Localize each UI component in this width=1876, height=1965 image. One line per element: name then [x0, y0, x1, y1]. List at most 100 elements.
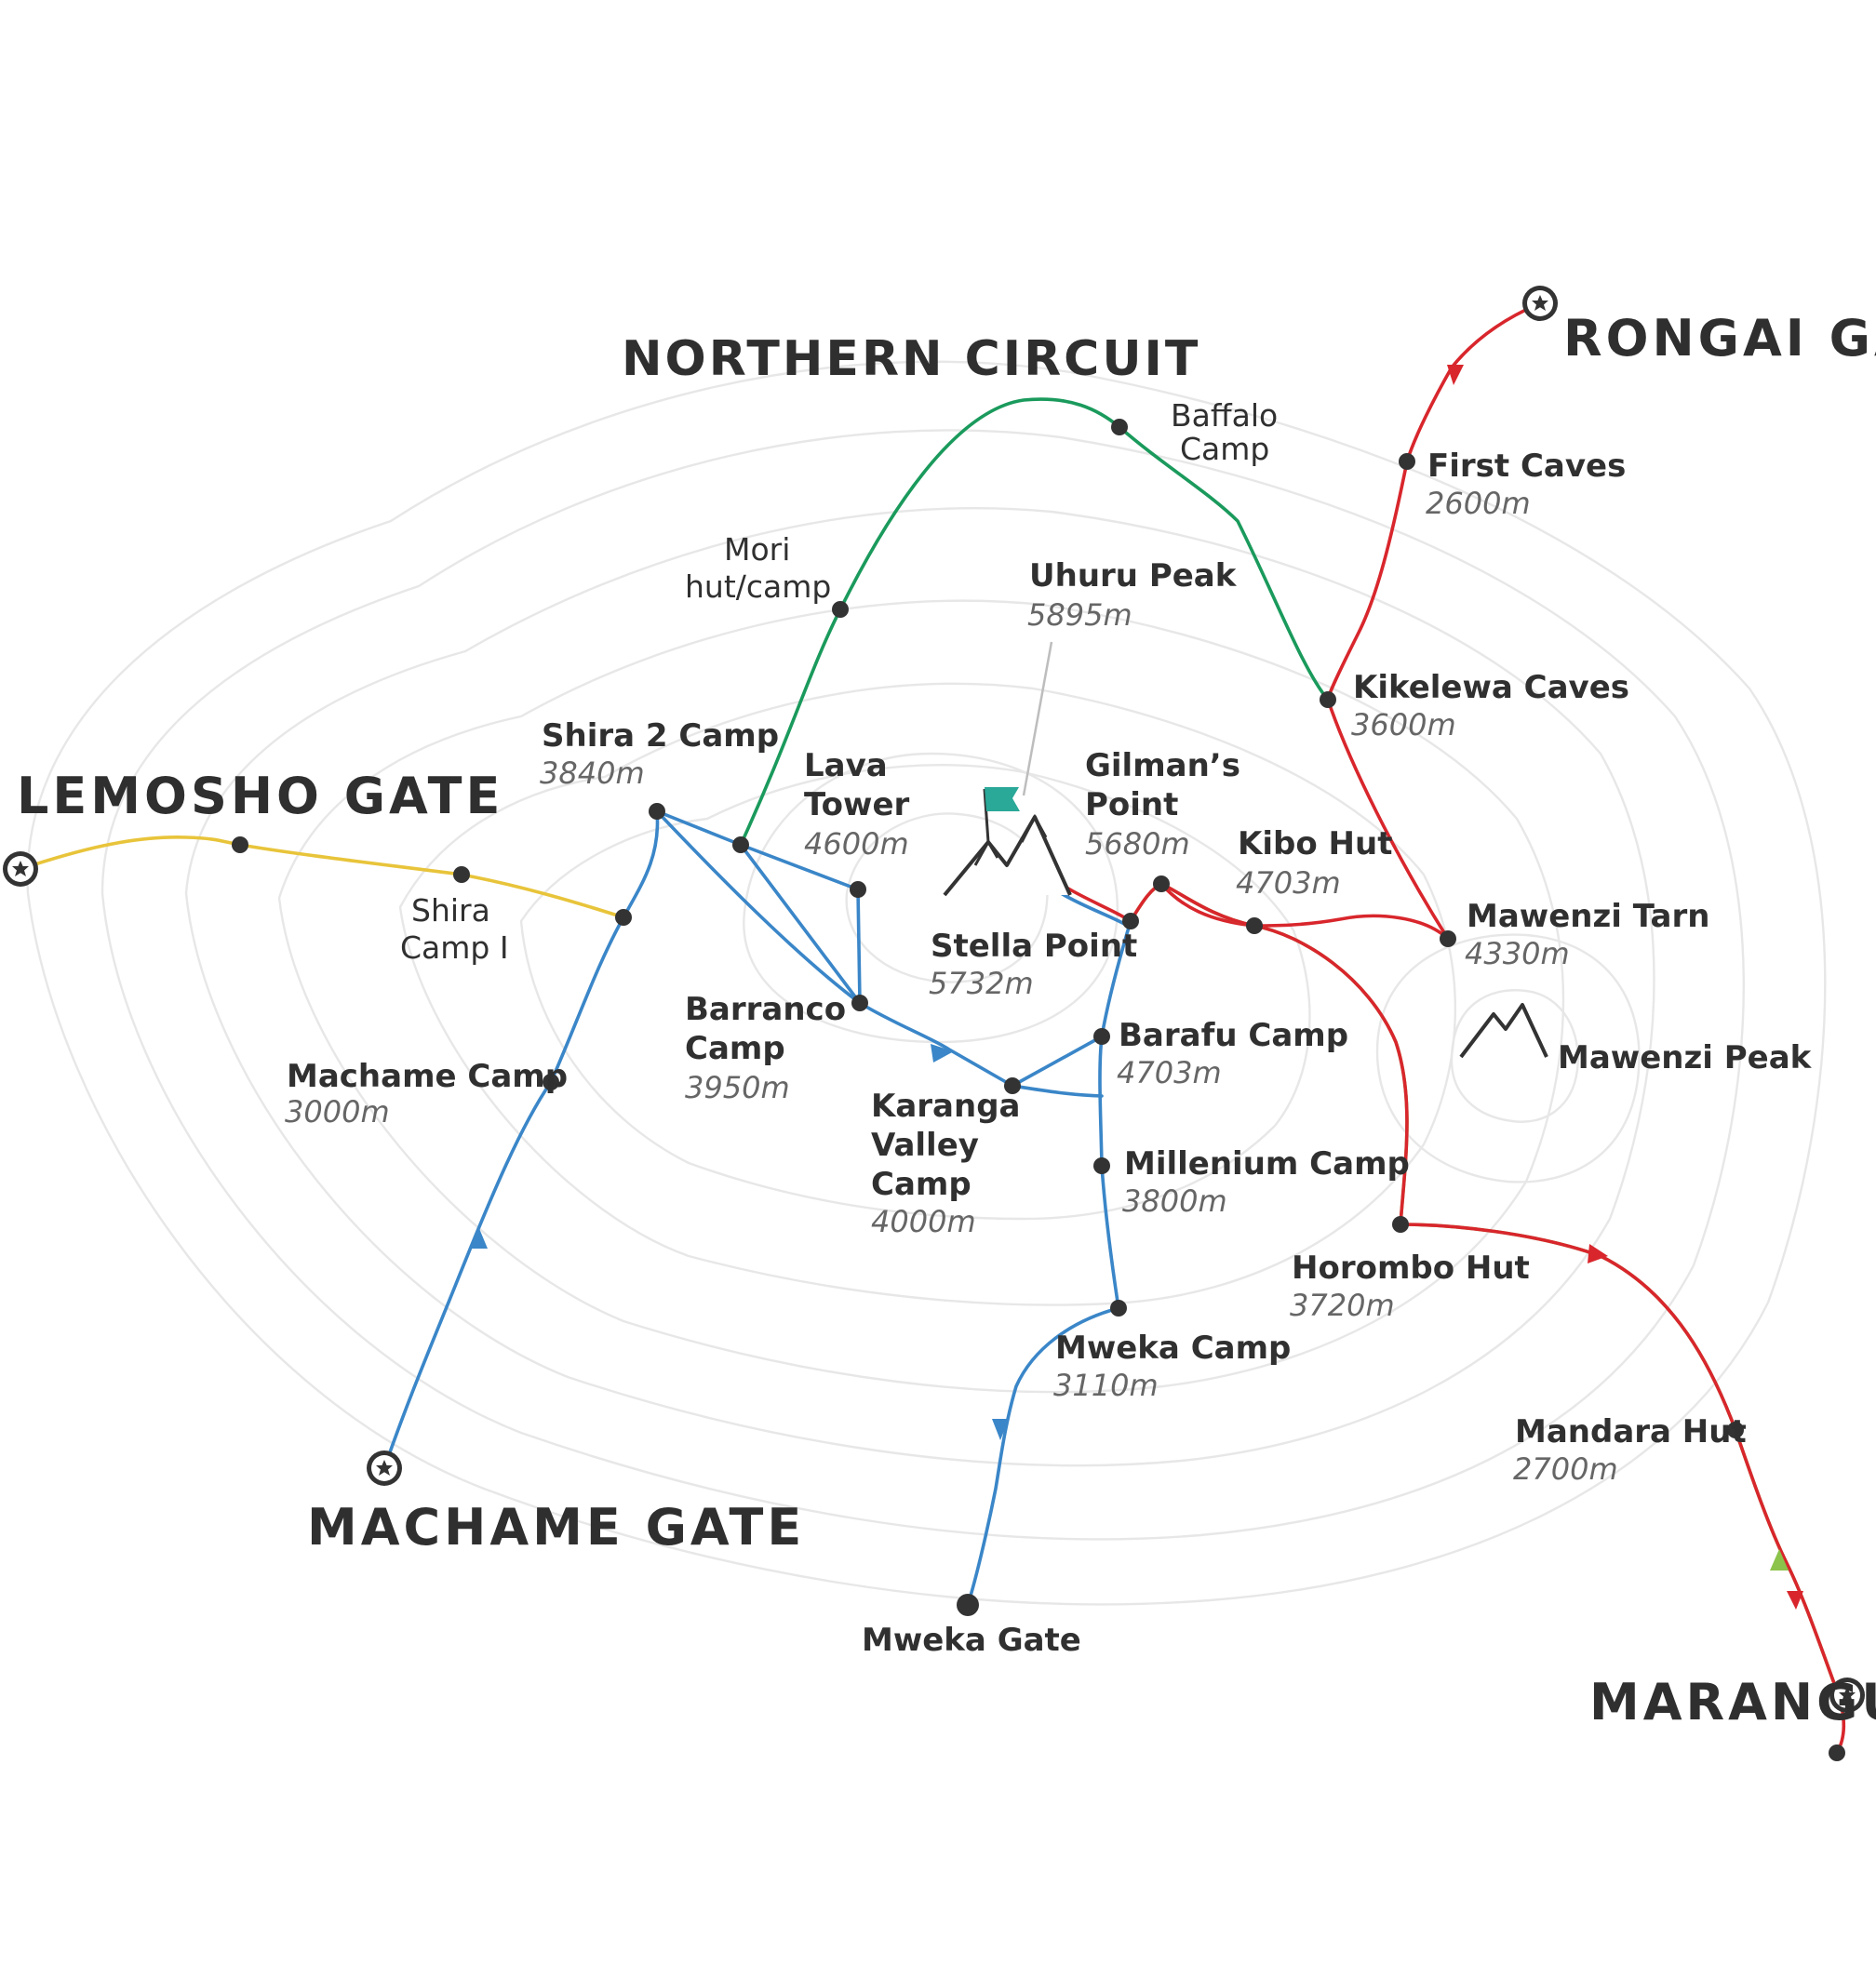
- arrow-marangu-green: [1770, 1549, 1789, 1571]
- arrow-karanga: [931, 1044, 954, 1063]
- label-kibo-hut: Kibo Hut: [1238, 825, 1392, 862]
- contour-lines: [26, 360, 1827, 1606]
- stop-kibo-hut: [1246, 917, 1263, 934]
- descent-route: [966, 919, 1132, 1607]
- stop-baffalo: [1111, 419, 1128, 435]
- stop-lava-tower: [850, 881, 866, 898]
- stop-barranco: [851, 995, 868, 1011]
- stop-mawenzi-tarn: [1440, 930, 1456, 947]
- arrow-mweka: [992, 1419, 1009, 1440]
- stop-shira-2: [649, 803, 665, 820]
- stop-mweka-camp: [1110, 1300, 1127, 1317]
- mountain-icon: [1459, 1003, 1548, 1059]
- stop-mweka-gate: [957, 1594, 979, 1616]
- stop-machame-camp: [543, 1074, 559, 1090]
- label-mori-camp-2: hut/camp: [685, 568, 831, 605]
- label-barafu-camp: Barafu Camp: [1119, 1017, 1348, 1054]
- stop-mandara: [1727, 1422, 1744, 1438]
- label-kikelewa-caves: Kikelewa Caves: [1353, 669, 1629, 706]
- gate-title-rongai: RONGAI GATE: [1563, 309, 1876, 368]
- label-shira-camp-1: Shira: [411, 892, 490, 929]
- star-icon: [367, 1450, 402, 1486]
- label-barranco-camp-2: Camp: [685, 1030, 785, 1067]
- label-lava-tower: Lava: [804, 747, 888, 784]
- label-gilmans-point: Gilman’s: [1085, 747, 1240, 784]
- stop-millenium: [1093, 1157, 1110, 1174]
- gate-icons: [3, 286, 1865, 1713]
- summit-approach: [1066, 887, 1132, 923]
- arrow-machame: [471, 1226, 488, 1249]
- label-stella-point: Stella Point: [931, 928, 1137, 965]
- gate-title-machame: MACHAME GATE: [307, 1498, 805, 1557]
- marangu-route-red: [1129, 882, 1840, 1695]
- alt-mawenzi-tarn: 4330m: [1465, 936, 1570, 971]
- stop-shira-camp-1: [453, 866, 470, 883]
- alt-stella-point: 5732m: [929, 966, 1034, 1001]
- alt-barranco-camp: 3950m: [685, 1070, 790, 1105]
- karanga-barafu-route: [1011, 1035, 1104, 1098]
- label-karanga-valley-camp-2: Valley: [871, 1127, 979, 1164]
- label-mweka-camp: Mweka Camp: [1055, 1330, 1291, 1367]
- label-shira-2-camp: Shira 2 Camp: [542, 717, 779, 755]
- label-first-caves: First Caves: [1427, 448, 1626, 485]
- label-horombo-hut: Horombo Hut: [1292, 1250, 1530, 1287]
- stop-lava-junction: [732, 836, 749, 853]
- marangu-route-green: [1129, 882, 1840, 1695]
- arrow-rongai: [1447, 365, 1464, 385]
- label-machame-camp: Machame Camp: [287, 1058, 568, 1095]
- stop-gilmans: [1153, 876, 1170, 892]
- alt-karanga-valley-camp: 4000m: [871, 1204, 976, 1239]
- alt-shira-2-camp: 3840m: [540, 755, 645, 791]
- label-mandara-hut: Mandara Hut: [1515, 1413, 1747, 1450]
- stop-barafu: [1093, 1028, 1110, 1045]
- alt-machame-camp: 3000m: [285, 1094, 390, 1130]
- routes: [19, 301, 1846, 1755]
- label-mweka-gate: Mweka Gate: [862, 1622, 1081, 1659]
- label-barranco-camp: Barranco: [685, 991, 846, 1028]
- label-lava-tower-2: Tower: [804, 786, 910, 823]
- direction-arrows: [471, 365, 1803, 1610]
- lemosho-route: [19, 835, 625, 919]
- alt-barafu-camp: 4703m: [1117, 1055, 1222, 1090]
- stop-karanga: [1004, 1077, 1021, 1094]
- alt-kikelewa-caves: 3600m: [1351, 707, 1456, 742]
- arrow-marangu-red: [1588, 1244, 1608, 1263]
- stops: [232, 419, 1845, 1761]
- alt-first-caves: 2600m: [1426, 486, 1531, 521]
- label-karanga-valley-camp: Karanga: [871, 1088, 1021, 1125]
- arrow-marangu-red-2: [1787, 1591, 1803, 1610]
- stop-lemosho-1: [232, 836, 248, 853]
- label-mawenzi-tarn: Mawenzi Tarn: [1467, 898, 1709, 935]
- label-mori-camp: Mori: [724, 531, 790, 568]
- northern-circuit-route: [739, 397, 1330, 847]
- machame-route: [382, 809, 660, 1470]
- alt-uhuru-peak: 5895m: [1027, 597, 1132, 633]
- stop-kikelewa: [1320, 691, 1336, 708]
- stop-first-caves: [1399, 453, 1415, 470]
- alt-gilmans-point: 5680m: [1085, 826, 1190, 862]
- alt-millenium-camp: 3800m: [1122, 1183, 1227, 1219]
- stop-marangu-end: [1829, 1744, 1845, 1761]
- label-mawenzi-peak: Mawenzi Peak: [1558, 1039, 1813, 1076]
- label-gilmans-point-2: Point: [1085, 786, 1178, 823]
- alt-mweka-camp: 3110m: [1053, 1368, 1159, 1403]
- label-baffalo-camp: Baffalo: [1171, 397, 1278, 434]
- alt-lava-tower: 4600m: [804, 826, 909, 862]
- summit-flag-icon: [983, 787, 1020, 843]
- alt-horombo-hut: 3720m: [1290, 1288, 1395, 1323]
- label-karanga-valley-camp-3: Camp: [871, 1166, 972, 1203]
- stop-mori: [832, 601, 849, 618]
- alt-kibo-hut: 4703m: [1236, 865, 1341, 901]
- stop-shira-junction: [615, 909, 632, 926]
- shira-karanga-route: [655, 809, 1014, 1088]
- star-icon: [3, 851, 38, 887]
- label-baffalo-camp-2: Camp: [1180, 431, 1269, 467]
- label-uhuru-peak: Uhuru Peak: [1029, 557, 1238, 595]
- stop-horombo: [1392, 1216, 1409, 1233]
- gate-title-marangu: MARANGU: [1589, 1673, 1876, 1731]
- uhuru-pointer-line: [1022, 641, 1053, 796]
- label-millenium-camp: Millenium Camp: [1124, 1145, 1410, 1183]
- star-icon: [1522, 286, 1558, 321]
- region-title-northern-circuit: NORTHERN CIRCUIT: [622, 331, 1200, 387]
